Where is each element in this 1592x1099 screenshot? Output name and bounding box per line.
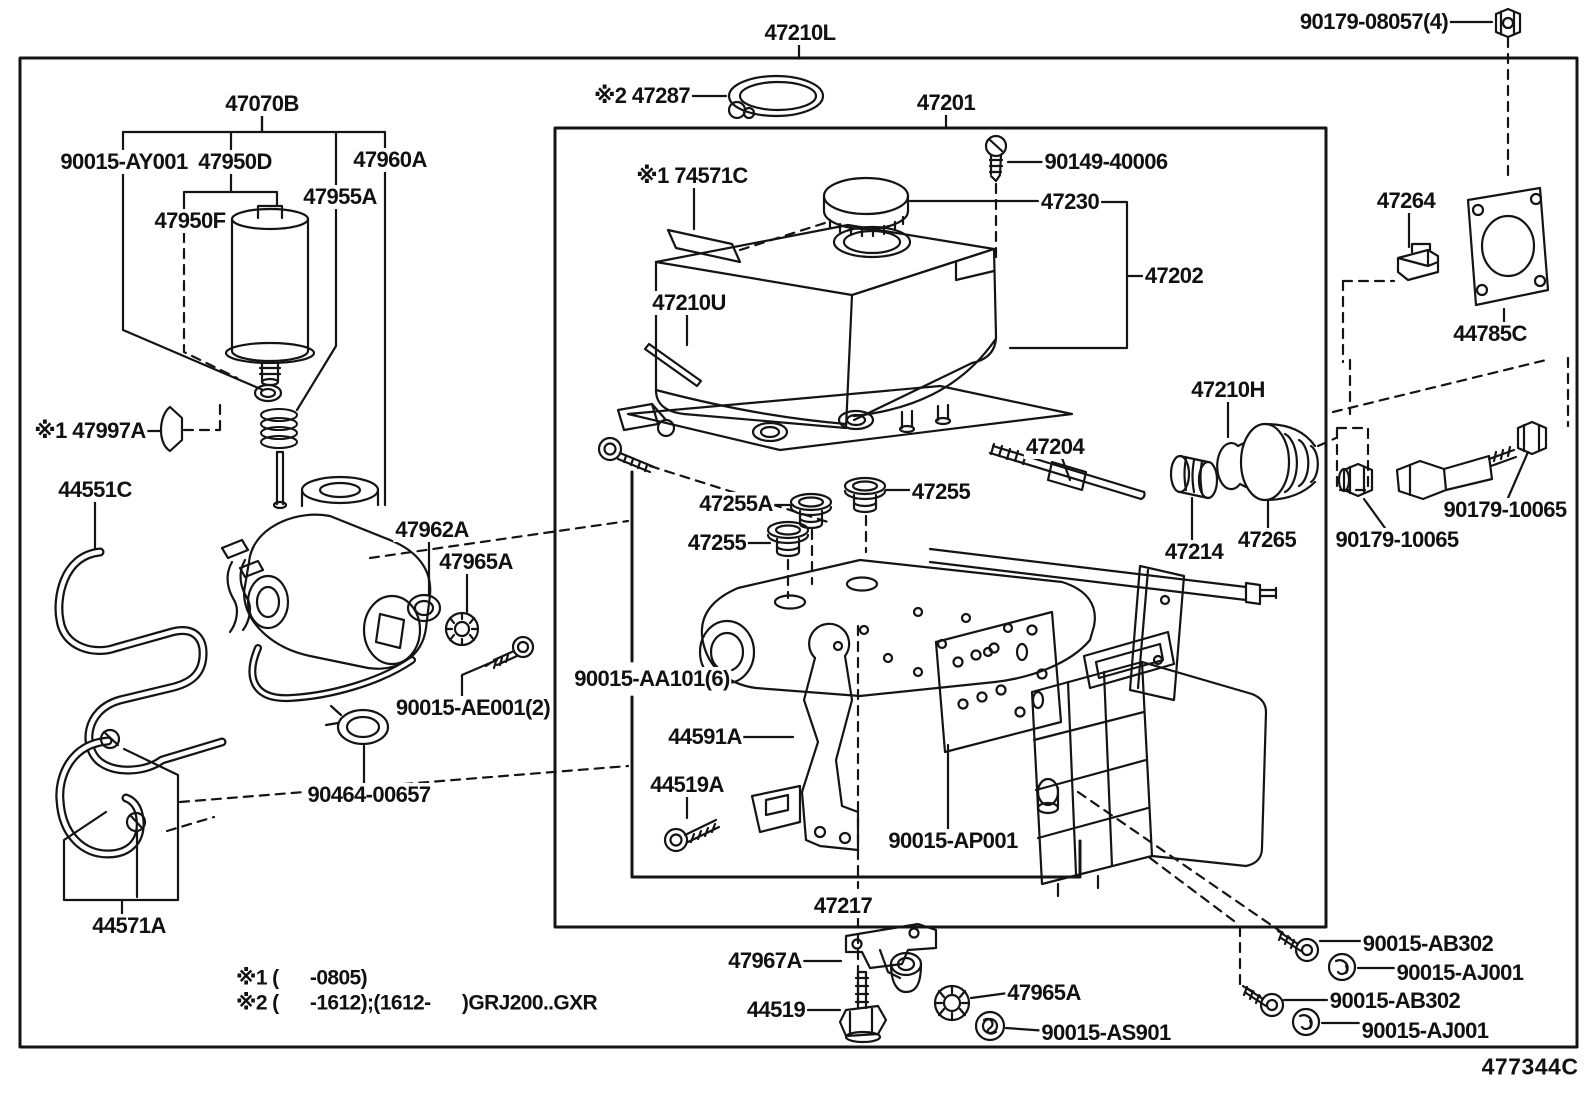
part-label-47210U: 47210U (650, 290, 728, 315)
footnote-2: ※2 ( -1612);(1612- )GRJ200..GXR (236, 991, 598, 1015)
part-90179-10065-nut-right (1516, 420, 1548, 456)
part-label-44519A: 44519A (648, 772, 726, 797)
part-label-44785C: 44785C (1451, 321, 1529, 346)
part-90015AP001-gasket (934, 610, 1063, 754)
outer-frame (18, 56, 1579, 1049)
part-label-74571C: ※1 74571C (634, 163, 750, 188)
part-oring (253, 383, 283, 403)
part-44519-bolt (838, 970, 888, 1044)
part-90149-screw (984, 134, 1008, 183)
footnote-1: ※1 ( -0805) (236, 966, 368, 990)
part-90015AJ001-nut-1 (1327, 952, 1357, 982)
part-label-47965A-upper: 47965A (437, 549, 515, 574)
part-label-90464-00657: 90464-00657 (305, 782, 433, 807)
part-90015AB302-bolt-1 (1276, 929, 1320, 963)
part-label-47287: ※2 47287 (591, 83, 693, 108)
part-47967A-bracket (844, 922, 938, 994)
part-47965A-bush-upper (444, 611, 480, 647)
part-label-47210L: 47210L (762, 20, 838, 45)
part-pin (272, 450, 288, 510)
part-label-47230: 47230 (1038, 189, 1102, 214)
part-label-47201: 47201 (914, 90, 978, 115)
part-label-90179-08057: 90179-08057(4) (1297, 9, 1451, 34)
part-90464-clamp (324, 704, 390, 746)
part-44571A-hose (55, 728, 180, 902)
drawing-number: 477344C (1481, 1053, 1579, 1080)
part-label-90179-10065-l: 90179-10065 (1333, 527, 1461, 552)
part-master-cylinder (698, 547, 1278, 702)
part-label-90015-AE001: 90015-AE001(2) (393, 695, 553, 720)
part-label-47264: 47264 (1374, 188, 1438, 213)
part-47997A-valve (159, 405, 184, 453)
part-label-47967A: 47967A (726, 948, 804, 973)
part-74571C-sticker (666, 228, 742, 264)
part-47204-pushrod (988, 442, 1146, 501)
part-spring (260, 408, 298, 449)
part-label-47255A: 47255A (697, 491, 775, 516)
part-label-90015-AB302-1: 90015-AB302 (1360, 931, 1496, 956)
part-label-44591A: 44591A (666, 724, 744, 749)
part-label-44551C: 44551C (56, 477, 134, 502)
part-90015AJ001-nut-2 (1291, 1007, 1321, 1037)
part-label-44571A: 44571A (90, 913, 168, 938)
part-47255-grommets (766, 476, 887, 558)
part-label-47070B: 47070B (223, 91, 301, 116)
part-90179-08057-nut (1494, 7, 1522, 39)
part-label-47265: 47265 (1235, 527, 1299, 552)
part-47214-bushing (1169, 454, 1219, 500)
part-label-90015-AA101: 90015-AA101(6) (572, 666, 732, 691)
part-label-90015-AB302-2: 90015-AB302 (1327, 988, 1463, 1013)
part-90015AA101-bolt (597, 436, 656, 474)
part-47265-boot (1239, 422, 1319, 502)
part-label-47255-left: 47255 (685, 530, 749, 555)
part-label-47204: 47204 (1023, 434, 1087, 459)
part-label-47950D: 47950D (196, 149, 274, 174)
part-reservoir-tank (616, 223, 1074, 452)
frame-47217-box (630, 470, 1082, 879)
part-label-47962A: 47962A (393, 517, 471, 542)
part-label-44519: 44519 (744, 997, 808, 1022)
part-label-47210H: 47210H (1189, 377, 1267, 402)
part-47210U-rod (643, 342, 703, 388)
part-label-47997A: ※1 47997A (32, 418, 148, 443)
part-90015AE001-bolt (484, 635, 535, 670)
leader-lines (93, 20, 1530, 1033)
part-47950-filter (224, 204, 316, 387)
part-abs-actuator (1030, 630, 1268, 898)
part-label-90149-40006: 90149-40006 (1042, 149, 1170, 174)
part-label-47950F: 47950F (152, 208, 228, 233)
part-44551C-tube (54, 547, 227, 775)
part-47264-connector (1396, 242, 1440, 282)
part-47962A-grommet (406, 593, 442, 623)
part-label-47202: 47202 (1142, 263, 1206, 288)
part-label-47217: 47217 (811, 893, 875, 918)
part-44785C-plate (1466, 186, 1550, 307)
part-44591A-bracket (750, 622, 860, 852)
part-47287-ring (727, 74, 825, 120)
part-pushrod-2 (1395, 445, 1518, 501)
part-label-90015-AP001: 90015-AP001 (886, 828, 1020, 853)
frame-47201-box (553, 126, 1328, 929)
part-label-90015-AJ001-1: 90015-AJ001 (1394, 960, 1526, 985)
part-label-47255-right: 47255 (909, 479, 973, 504)
part-44519A-bolt (663, 818, 721, 853)
part-label-47214: 47214 (1162, 539, 1226, 564)
part-label-90179-10065-r: 90179-10065 (1441, 497, 1569, 522)
part-90015AS901-grommet (974, 1010, 1006, 1042)
part-label-90015-AY001: 90015-AY001 (58, 149, 190, 174)
part-label-47965A-lower: 47965A (1005, 980, 1083, 1005)
construction-dashed-lines (165, 36, 1570, 1006)
part-label-90015-AJ001-2: 90015-AJ001 (1359, 1018, 1491, 1043)
part-label-47955A: 47955A (301, 184, 379, 209)
part-label-90015-AS901: 90015-AS901 (1039, 1020, 1173, 1045)
part-47965A-bush-lower (933, 984, 971, 1022)
part-label-47960A: 47960A (351, 147, 429, 172)
part-pump-assembly (220, 475, 432, 703)
